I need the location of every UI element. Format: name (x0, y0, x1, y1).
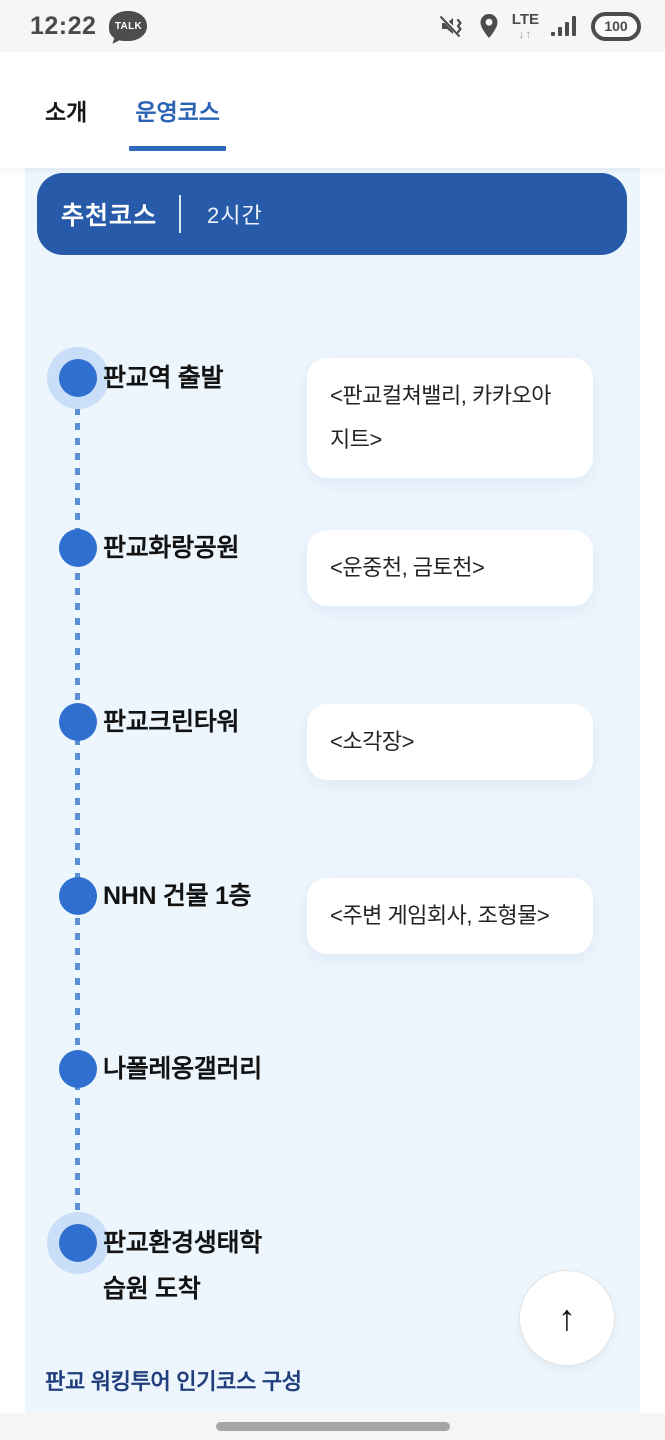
stop-note-card: <소각장> (307, 704, 593, 780)
stop-label: 판교역 출발 (103, 364, 224, 392)
stop-note-card: <판교컬쳐밸리, 카카오아지트> (307, 358, 593, 478)
tab-intro-label: 소개 (45, 99, 88, 125)
stop-note: <판교컬쳐밸리, 카카오아지트> (330, 383, 551, 452)
clock-time: 12:22 (30, 11, 97, 40)
stop-note-card: <운중천, 금토천> (307, 530, 593, 606)
stop-note: <주변 게임회사, 조형물> (330, 903, 550, 928)
battery-level: 100 (604, 18, 628, 34)
stop-note-card: <주변 게임회사, 조형물> (307, 878, 593, 954)
course-caption: 판교 워킹투어 인기코스 구성 (45, 1369, 302, 1394)
timeline-dot (59, 703, 97, 741)
gesture-handle[interactable] (216, 1422, 450, 1431)
lte-network-icon: LTE ↓↑ (511, 11, 539, 41)
battery-icon: 100 (591, 11, 641, 41)
arrow-up-icon: ↑ (558, 1297, 576, 1338)
kakaotalk-icon: TALK (109, 11, 148, 41)
tab-course[interactable]: 운영코스 (129, 93, 226, 151)
scroll-to-top-button[interactable]: ↑ (519, 1270, 615, 1366)
timeline-dot (59, 877, 97, 915)
timeline-dot (59, 359, 97, 397)
banner-title: 추천코스 (61, 202, 158, 230)
timeline-dot (59, 529, 97, 567)
stop-label: 판교환경생태학 습원 도착 (103, 1229, 262, 1303)
stop-label: 나폴레옹갤러리 (103, 1055, 262, 1083)
tab-intro[interactable]: 소개 (45, 93, 87, 127)
tab-course-label: 운영코스 (135, 99, 220, 125)
banner-duration: 2시간 (207, 203, 263, 228)
timeline-dashed-line (75, 378, 80, 1243)
location-icon (480, 14, 498, 38)
timeline-dot (59, 1050, 97, 1088)
tab-bar: 소개 운영코스 (0, 52, 665, 168)
course-panel: 추천코스 2시간 판교역 출발 <판교컬쳐밸리, 카카오아지트> 판교화랑공원 … (25, 168, 640, 1413)
signal-strength-icon (551, 16, 576, 36)
stop-note: <운중천, 금토천> (330, 555, 485, 580)
stop-note: <소각장> (330, 729, 414, 754)
timeline-dot (59, 1224, 97, 1262)
vibrate-mute-icon (439, 14, 462, 38)
active-tab-underline (129, 146, 226, 151)
status-bar: 12:22 TALK LTE ↓↑ 100 (0, 0, 665, 52)
stop-label: 판교크린타워 (103, 708, 240, 736)
stop-label: 판교화랑공원 (103, 534, 240, 562)
stop-label: NHN 건물 1층 (103, 882, 252, 910)
banner-divider (179, 195, 182, 233)
recommended-course-banner: 추천코스 2시간 (37, 173, 627, 255)
